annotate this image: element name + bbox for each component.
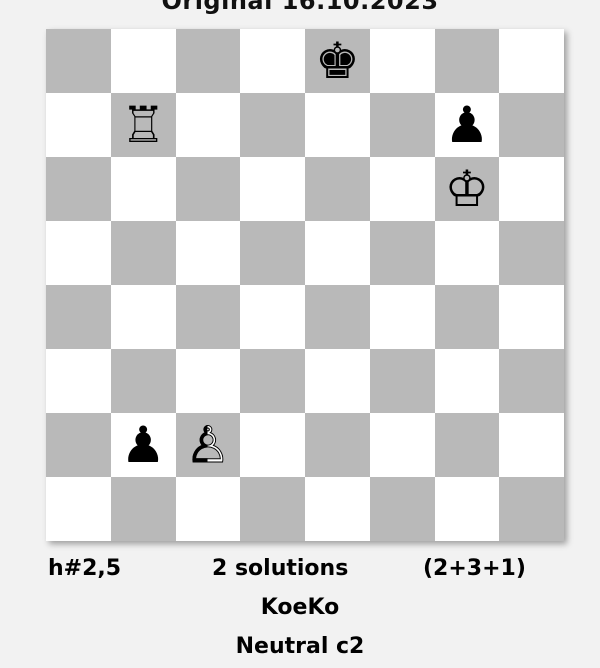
square-f4[interactable] (370, 285, 435, 349)
square-e8[interactable]: ♚ (305, 29, 370, 93)
square-b6[interactable] (111, 157, 176, 221)
piece-count-label: (2+3+1) (423, 556, 526, 581)
square-h1[interactable] (499, 477, 564, 541)
condition-label-1: KoeKo (0, 595, 600, 620)
problem-header: Original 16.10.2023 (0, 0, 600, 15)
square-g2[interactable] (435, 413, 500, 477)
square-d2[interactable] (240, 413, 305, 477)
square-a5[interactable] (46, 221, 111, 285)
square-a4[interactable] (46, 285, 111, 349)
stipulation-label: h#2,5 (48, 556, 121, 581)
square-f3[interactable] (370, 349, 435, 413)
solutions-label: 2 solutions (212, 556, 348, 581)
square-h8[interactable] (499, 29, 564, 93)
square-e3[interactable] (305, 349, 370, 413)
square-c7[interactable] (176, 93, 241, 157)
square-a7[interactable] (46, 93, 111, 157)
square-g5[interactable] (435, 221, 500, 285)
square-b7[interactable]: ♖ (111, 93, 176, 157)
square-c1[interactable] (176, 477, 241, 541)
square-c5[interactable] (176, 221, 241, 285)
black-pawn-icon[interactable]: ♟ (444, 100, 489, 150)
square-d7[interactable] (240, 93, 305, 157)
square-e4[interactable] (305, 285, 370, 349)
square-g3[interactable] (435, 349, 500, 413)
square-h2[interactable] (499, 413, 564, 477)
square-d6[interactable] (240, 157, 305, 221)
square-c8[interactable] (176, 29, 241, 93)
square-g8[interactable] (435, 29, 500, 93)
square-b8[interactable] (111, 29, 176, 93)
square-g6[interactable]: ♔ (435, 157, 500, 221)
square-a2[interactable] (46, 413, 111, 477)
square-e5[interactable] (305, 221, 370, 285)
square-d1[interactable] (240, 477, 305, 541)
square-a6[interactable] (46, 157, 111, 221)
square-f2[interactable] (370, 413, 435, 477)
square-e2[interactable] (305, 413, 370, 477)
square-g4[interactable] (435, 285, 500, 349)
square-f5[interactable] (370, 221, 435, 285)
square-a3[interactable] (46, 349, 111, 413)
square-e6[interactable] (305, 157, 370, 221)
square-c4[interactable] (176, 285, 241, 349)
square-h5[interactable] (499, 221, 564, 285)
square-g7[interactable]: ♟ (435, 93, 500, 157)
square-f1[interactable] (370, 477, 435, 541)
white-rook-icon[interactable]: ♖ (121, 100, 166, 150)
square-a1[interactable] (46, 477, 111, 541)
white-king-icon[interactable]: ♔ (444, 164, 489, 214)
square-h7[interactable] (499, 93, 564, 157)
square-g1[interactable] (435, 477, 500, 541)
square-d3[interactable] (240, 349, 305, 413)
square-b3[interactable] (111, 349, 176, 413)
square-c3[interactable] (176, 349, 241, 413)
square-b1[interactable] (111, 477, 176, 541)
square-h3[interactable] (499, 349, 564, 413)
square-h4[interactable] (499, 285, 564, 349)
chess-board: ♚ ♖ ♟ ♔ ♟ ♙ (46, 29, 564, 541)
black-pawn-icon[interactable]: ♟ (121, 420, 166, 470)
square-b5[interactable] (111, 221, 176, 285)
square-h6[interactable] (499, 157, 564, 221)
square-d5[interactable] (240, 221, 305, 285)
black-king-icon[interactable]: ♚ (315, 36, 360, 86)
square-c2[interactable]: ♙ (176, 413, 241, 477)
square-b4[interactable] (111, 285, 176, 349)
square-f6[interactable] (370, 157, 435, 221)
neutral-bishop-icon[interactable]: ♙ (185, 420, 230, 470)
square-f8[interactable] (370, 29, 435, 93)
square-d8[interactable] (240, 29, 305, 93)
square-c6[interactable] (176, 157, 241, 221)
square-f7[interactable] (370, 93, 435, 157)
square-a8[interactable] (46, 29, 111, 93)
condition-label-2: Neutral c2 (0, 634, 600, 659)
square-b2[interactable]: ♟ (111, 413, 176, 477)
square-e1[interactable] (305, 477, 370, 541)
square-e7[interactable] (305, 93, 370, 157)
square-d4[interactable] (240, 285, 305, 349)
